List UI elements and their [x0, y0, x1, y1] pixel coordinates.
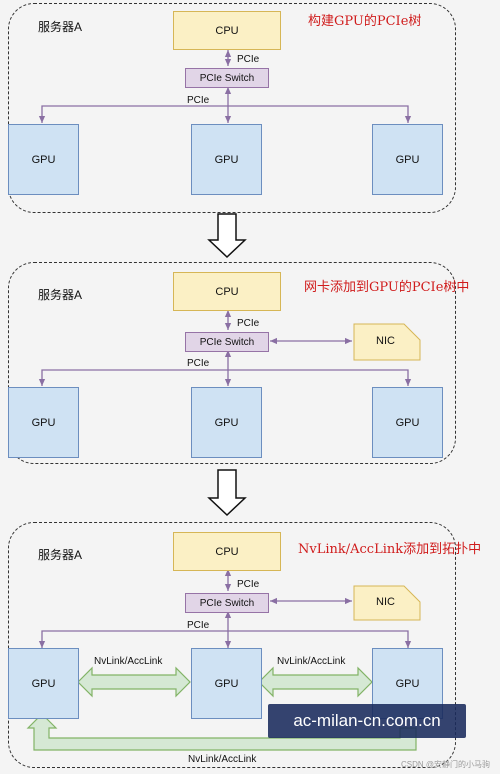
- panel1-title: 服务器A: [38, 20, 83, 34]
- panel3-title: 服务器A: [38, 548, 83, 562]
- panel2-nic: NIC: [376, 335, 395, 347]
- nic-shape-panel3: [353, 585, 421, 621]
- panel1-pcie-switch: PCIe Switch: [185, 68, 269, 88]
- panel3-nic: NIC: [376, 596, 395, 608]
- panel2-pcie-switch: PCIe Switch: [185, 332, 269, 352]
- panel3-pcie-switch: PCIe Switch: [185, 593, 269, 613]
- panel2-title: 服务器A: [38, 288, 83, 302]
- nvlink-arrow-left: [77, 666, 191, 698]
- panel1-gpu-2: GPU: [191, 124, 262, 195]
- panel3-caption: NvLink/AccLink添加到拓扑中: [298, 542, 482, 557]
- panel2-gpu-1: GPU: [8, 387, 79, 458]
- panel1-caption: 构建GPU的PCIe树: [308, 14, 422, 29]
- watermark-banner: ac-milan-cn.com.cn: [268, 704, 466, 738]
- panel1-pcie-upper-label: PCIe: [237, 54, 260, 65]
- panel3-pcie-lower-label: PCIe: [187, 620, 210, 631]
- panel2-caption: 网卡添加到GPU的PCIe树中: [304, 280, 470, 295]
- nic-shape-panel2: [353, 323, 421, 361]
- server-panel-3: [8, 522, 456, 768]
- panel1-gpu-1: GPU: [8, 124, 79, 195]
- nvlink-label-right: NvLink/AccLink: [277, 656, 346, 667]
- panel3-connectors: [38, 569, 412, 648]
- panel2-pcie-upper-label: PCIe: [237, 318, 260, 329]
- panel3-pcie-upper-label: PCIe: [237, 579, 260, 590]
- panel1-connectors: [38, 50, 412, 123]
- server-panel-2: [8, 262, 456, 464]
- panel1-pcie-lower-label: PCIe: [187, 95, 210, 106]
- panel3-gpu-1: GPU: [8, 648, 79, 719]
- panel2-cpu-box: CPU: [173, 272, 281, 311]
- panel2-pcie-lower-label: PCIe: [187, 358, 210, 369]
- panel2-gpu-2: GPU: [191, 387, 262, 458]
- panel2-connectors: [38, 310, 412, 386]
- down-arrow-1: [207, 213, 247, 259]
- panel2-gpu-3: GPU: [372, 387, 443, 458]
- footer-credit: CSDN @安静门的小马驹: [400, 760, 490, 769]
- nvlink-label-bottom: NvLink/AccLink: [188, 754, 257, 765]
- nvlink-label-left: NvLink/AccLink: [94, 656, 163, 667]
- panel3-gpu-2: GPU: [191, 648, 262, 719]
- server-panel-1: [8, 3, 456, 213]
- panel3-cpu-box: CPU: [173, 532, 281, 571]
- down-arrow-2: [207, 469, 247, 517]
- panel1-cpu-box: CPU: [173, 11, 281, 50]
- panel1-gpu-3: GPU: [372, 124, 443, 195]
